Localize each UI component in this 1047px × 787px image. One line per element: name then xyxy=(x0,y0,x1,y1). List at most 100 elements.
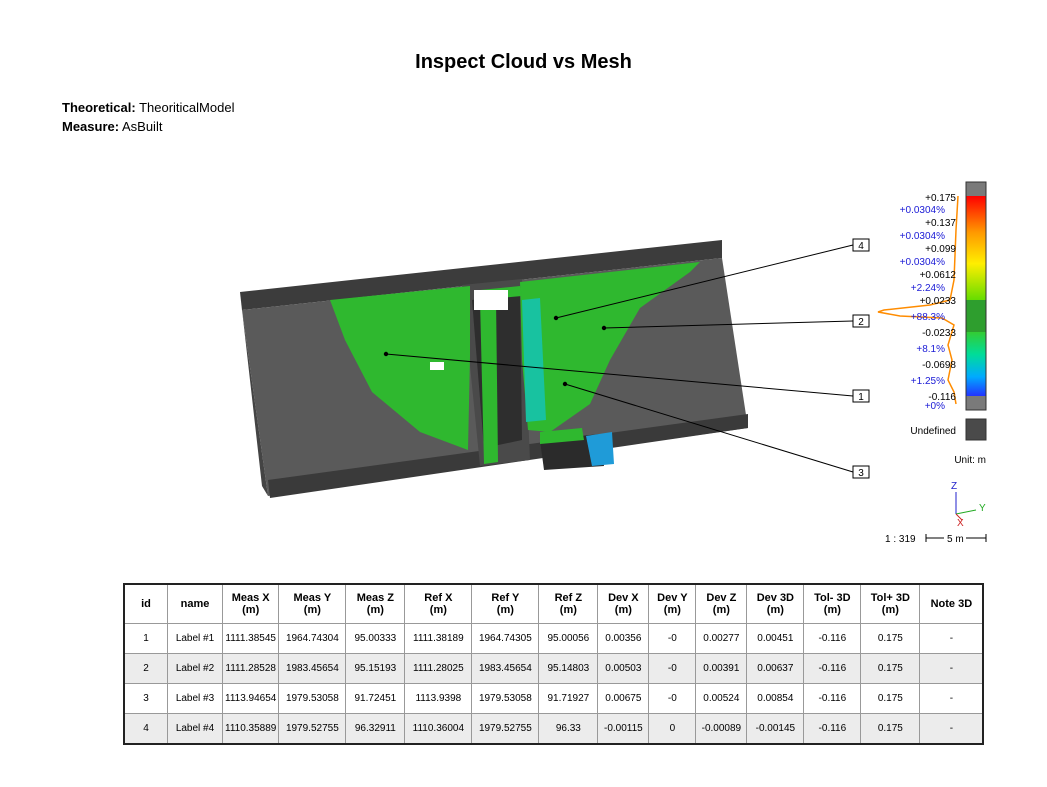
column-header: Tol- 3D(m) xyxy=(803,583,862,624)
callout-3[interactable]: 3 xyxy=(852,465,870,479)
table-cell: 0.175 xyxy=(860,713,921,745)
legend-percent-7: +0% xyxy=(925,401,945,412)
column-header: Ref Y(m) xyxy=(471,583,540,624)
table-cell: - xyxy=(919,683,984,714)
table-cell: -0 xyxy=(648,653,697,684)
column-header: Meas Y(m) xyxy=(278,583,347,624)
callout-2-point xyxy=(601,325,607,331)
table-cell: 1983.45654 xyxy=(278,653,347,684)
table-cell: -0.116 xyxy=(803,713,862,745)
table-cell: 95.15193 xyxy=(345,653,406,684)
legend-value-6: -0.0698 xyxy=(922,360,956,371)
column-header-unit: (m) xyxy=(496,604,514,616)
color-scale xyxy=(965,181,987,411)
table-cell: 1979.53058 xyxy=(278,683,347,714)
callout-2[interactable]: 2 xyxy=(852,314,870,328)
table-cell: 96.32911 xyxy=(345,713,406,745)
column-header-title: Meas X xyxy=(231,592,270,604)
table-cell: - xyxy=(919,713,984,745)
column-header: Ref X(m) xyxy=(404,583,473,624)
axis-triad: Z Y X xyxy=(951,481,986,529)
table-cell: 1113.94654 xyxy=(221,683,280,714)
table-cell: 1979.52755 xyxy=(471,713,540,745)
table-cell: 95.00333 xyxy=(345,623,406,654)
model-3d xyxy=(240,240,748,498)
table-cell: -0.116 xyxy=(803,653,862,684)
table-cell: Label #2 xyxy=(167,653,223,684)
table-cell: 95.14803 xyxy=(538,653,599,684)
column-header-title: Ref X xyxy=(424,592,453,604)
table-cell: 0.00451 xyxy=(746,623,805,654)
column-header-unit: (m) xyxy=(614,604,632,616)
callout-3-label: 3 xyxy=(858,468,864,479)
column-header: Meas X(m) xyxy=(221,583,280,624)
legend-percent-2: +0.0304% xyxy=(900,257,945,268)
table-cell: 1111.28025 xyxy=(404,653,473,684)
table-cell: 0.00391 xyxy=(695,653,748,684)
axis-y-label: Y xyxy=(979,503,986,514)
theoretical-label: Theoretical: xyxy=(62,100,136,115)
column-header-title: id xyxy=(141,598,151,610)
column-header-unit: (m) xyxy=(663,604,681,616)
table-cell: 0.00854 xyxy=(746,683,805,714)
callout-lines xyxy=(385,244,854,473)
table-cell: 1113.9398 xyxy=(404,683,473,714)
scale-bar-label: 5 m xyxy=(947,534,964,545)
histogram-curve xyxy=(877,195,959,405)
measure-label: Measure: xyxy=(62,119,120,134)
unit-label: Unit: m xyxy=(954,455,986,466)
table-cell: 0 xyxy=(648,713,697,745)
callout-1[interactable]: 1 xyxy=(852,389,870,403)
table-cell: 96.33 xyxy=(538,713,599,745)
column-header-title: Note 3D xyxy=(930,598,973,610)
table-cell: 0.175 xyxy=(860,623,921,654)
callout-1-label: 1 xyxy=(858,392,864,403)
column-header: Note 3D xyxy=(919,583,984,624)
table-cell: 0.00356 xyxy=(597,623,650,654)
scale-ratio: 1 : 319 xyxy=(885,534,916,545)
column-header-title: Tol+ 3D xyxy=(870,592,910,604)
table-cell: -0.00089 xyxy=(695,713,748,745)
column-header-title: Tol- 3D xyxy=(814,592,851,604)
column-header-unit: (m) xyxy=(766,604,784,616)
table-cell: 1 xyxy=(123,623,168,654)
column-header-unit: (m) xyxy=(881,604,899,616)
measure-line: Measure: AsBuilt xyxy=(62,119,162,134)
table-cell: 1964.74305 xyxy=(471,623,540,654)
legend-percent-5: +8.1% xyxy=(916,344,945,355)
table-cell: 0.175 xyxy=(860,683,921,714)
column-header-title: Ref Z xyxy=(554,592,583,604)
table-cell: 1964.74304 xyxy=(278,623,347,654)
legend-value-1: +0.137 xyxy=(925,218,956,229)
legend-percent-3: +2.24% xyxy=(911,283,945,294)
undefined-swatch xyxy=(965,418,987,441)
column-header-unit: (m) xyxy=(366,604,384,616)
legend-percent-0: +0.0304% xyxy=(900,205,945,216)
table-cell: 0.175 xyxy=(860,653,921,684)
column-header-title: Meas Z xyxy=(356,592,394,604)
table-cell: 1111.38545 xyxy=(221,623,280,654)
table-cell: -0.116 xyxy=(803,683,862,714)
table-cell: 0.00503 xyxy=(597,653,650,684)
callout-4[interactable]: 4 xyxy=(852,238,870,252)
legend-value-3: +0.0612 xyxy=(920,270,957,281)
legend-value-5: -0.0233 xyxy=(922,328,956,339)
callout-2-label: 2 xyxy=(858,317,864,328)
table-cell: 1979.52755 xyxy=(278,713,347,745)
table-cell: Label #4 xyxy=(167,713,223,745)
report-title: Inspect Cloud vs Mesh xyxy=(415,51,632,73)
column-header: Ref Z(m) xyxy=(538,583,599,624)
table-cell: 3 xyxy=(123,683,168,714)
callout-4-point xyxy=(553,315,559,321)
table-cell: 2 xyxy=(123,653,168,684)
column-header-unit: (m) xyxy=(559,604,577,616)
table-cell: Label #1 xyxy=(167,623,223,654)
column-header: Dev 3D(m) xyxy=(746,583,805,624)
theoretical-value: TheoriticalModel xyxy=(139,100,235,115)
table-cell: 95.00056 xyxy=(538,623,599,654)
column-header-title: Ref Y xyxy=(491,592,520,604)
